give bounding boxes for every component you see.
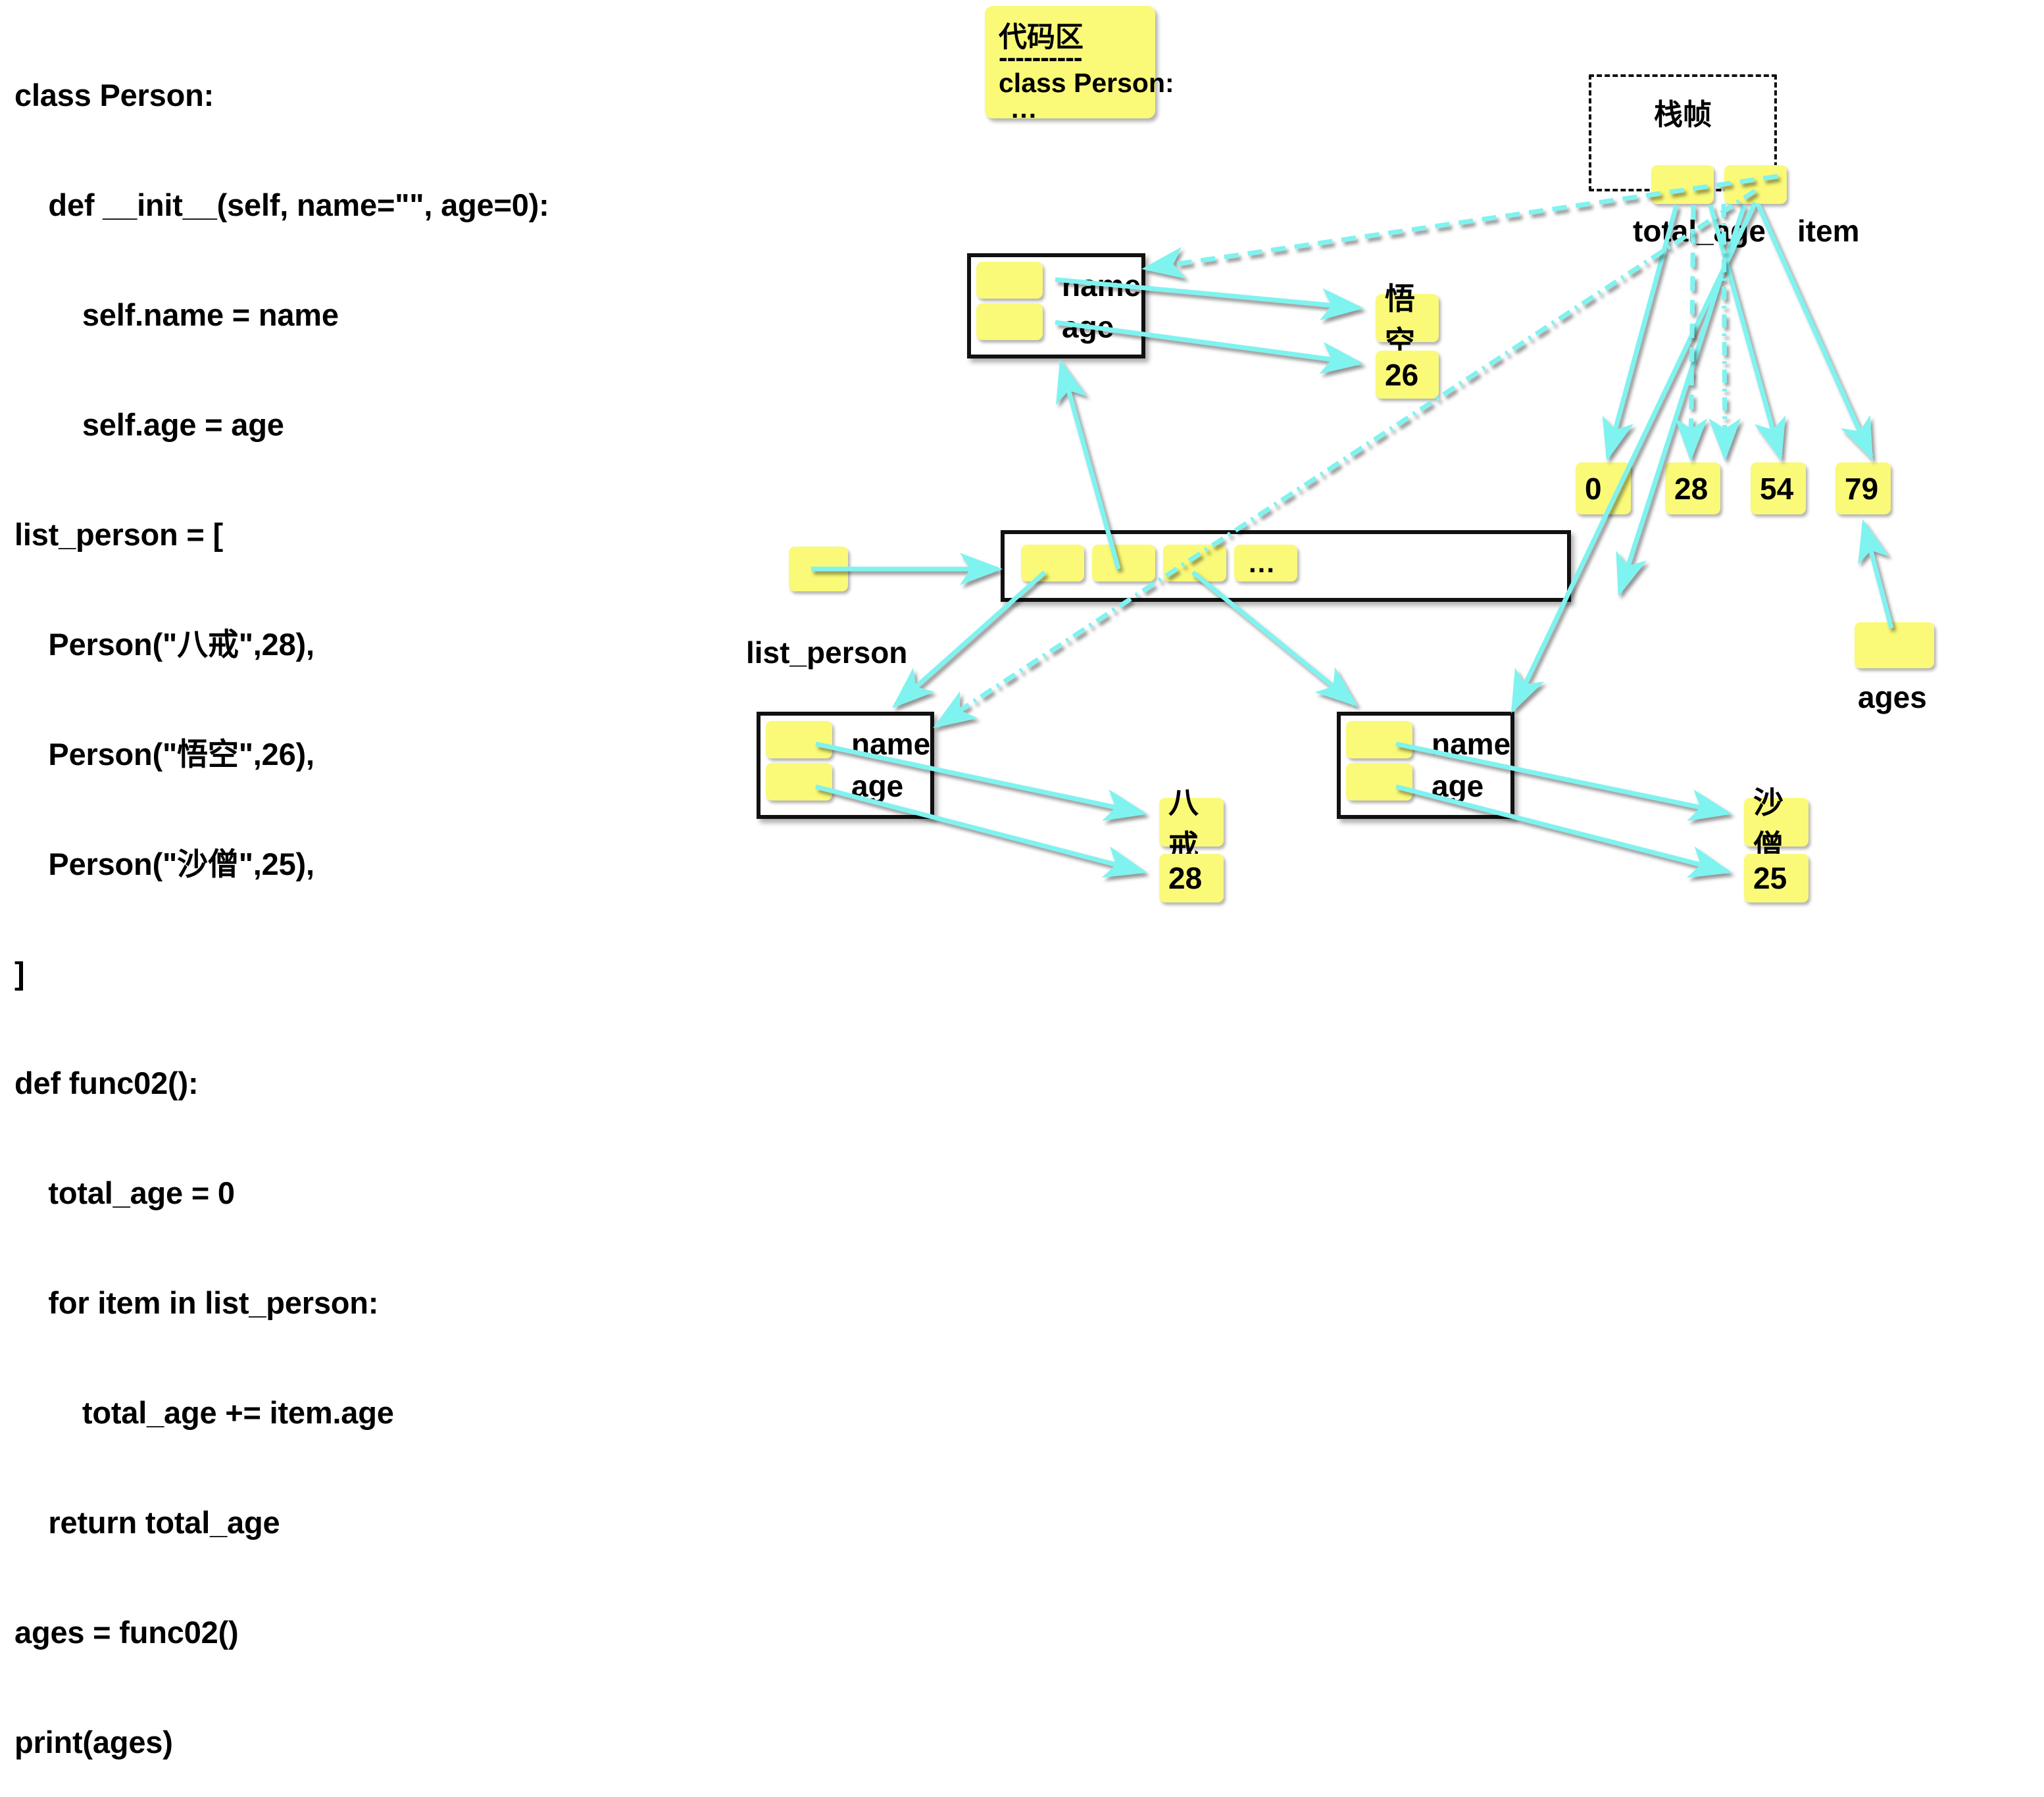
int-object-25: 25 xyxy=(1744,854,1808,902)
field-label-name: name xyxy=(1062,268,1141,303)
int-object-25-value: 25 xyxy=(1753,861,1787,895)
arrow-ages-to-int79 xyxy=(1858,519,1894,629)
stack-var-item-label: item xyxy=(1797,214,1860,248)
field-label-age: age xyxy=(1432,769,1484,803)
list-cell-ellipsis-value: ... xyxy=(1249,547,1276,578)
int-object-0: 0 xyxy=(1576,462,1631,514)
code-line: print(ages) xyxy=(14,1724,173,1760)
list-cell-2[interactable] xyxy=(1163,545,1226,581)
string-object-bajie-value: 八戒 xyxy=(1168,785,1199,863)
string-object-shaseng: 沙僧 xyxy=(1744,785,1808,863)
int-object-26: 26 xyxy=(1376,351,1439,399)
stack-var-total-age-label: total_age xyxy=(1633,214,1766,248)
code-line: def func02(): xyxy=(14,1066,199,1101)
stack-frame-title: 栈帧 xyxy=(1654,99,1712,131)
code-line: Person("八戒",28), xyxy=(14,626,314,662)
list-person-variable-label: list_person xyxy=(746,635,908,670)
string-object-shaseng-value: 沙僧 xyxy=(1753,785,1783,863)
code-line: ages = func02() xyxy=(14,1614,239,1650)
code-line: list_person = [ xyxy=(14,516,223,552)
int-object-79-value: 79 xyxy=(1845,471,1879,506)
string-object-wukong-value: 悟空 xyxy=(1385,281,1415,359)
string-object-wukong: 悟空 xyxy=(1376,282,1439,359)
field-label-name: name xyxy=(851,727,931,761)
int-object-26-value: 26 xyxy=(1385,357,1419,392)
int-object-28-bajie-value: 28 xyxy=(1168,861,1203,895)
code-area-class-line: class Person: xyxy=(999,68,1174,98)
person-wukong-name-slot[interactable] xyxy=(976,262,1043,299)
int-object-28-bajie: 28 xyxy=(1159,854,1224,902)
code-line: def __init__(self, name="", age=0): xyxy=(14,187,549,223)
stack-var-item-slot[interactable] xyxy=(1724,165,1787,204)
person-shaseng-name-slot[interactable] xyxy=(1346,721,1412,758)
person-bajie-name-slot[interactable] xyxy=(766,721,832,758)
code-area-box: 代码区 ---------- class Person: ... xyxy=(985,6,1174,124)
list-person-variable-slot[interactable] xyxy=(789,547,848,591)
person-bajie-age-slot[interactable] xyxy=(766,763,832,800)
code-area-title: 代码区 xyxy=(999,22,1084,53)
code-line: total_age += item.age xyxy=(14,1394,394,1430)
field-label-age: age xyxy=(1062,310,1114,344)
source-code-listing: class Person: def __init__(self, name=""… xyxy=(14,4,824,1797)
code-line: self.name = name xyxy=(14,297,339,333)
int-object-0-value: 0 xyxy=(1585,471,1602,506)
ages-variable-label: ages xyxy=(1858,680,1927,714)
string-object-bajie: 八戒 xyxy=(1159,785,1224,863)
int-object-79: 79 xyxy=(1835,462,1891,514)
code-line: Person("沙僧",25), xyxy=(14,846,314,881)
int-object-28: 28 xyxy=(1665,462,1720,514)
field-label-age: age xyxy=(851,769,904,803)
code-line: for item in list_person: xyxy=(14,1285,379,1320)
arrow-item-to-listcell xyxy=(1616,204,1747,597)
code-area-divider: ---------- xyxy=(999,42,1083,72)
list-cell-1[interactable] xyxy=(1092,545,1155,581)
person-wukong-age-slot[interactable] xyxy=(976,303,1043,340)
field-label-name: name xyxy=(1432,727,1511,761)
stack-var-total-age-slot[interactable] xyxy=(1651,165,1714,204)
list-cell-0[interactable] xyxy=(1021,545,1084,581)
code-line: total_age = 0 xyxy=(14,1175,235,1211)
list-cell-ellipsis: ... xyxy=(1234,545,1297,581)
person-shaseng-age-slot[interactable] xyxy=(1346,763,1412,800)
arrow-item-to-wukong-ref xyxy=(1510,201,1758,714)
ages-variable-slot[interactable] xyxy=(1855,622,1934,668)
code-area-ellipsis: ... xyxy=(1011,93,1038,124)
code-line: class Person: xyxy=(14,78,214,113)
int-object-54-value: 54 xyxy=(1760,471,1794,506)
code-line: ] xyxy=(14,956,25,991)
int-object-54: 54 xyxy=(1751,462,1806,514)
int-object-28-value: 28 xyxy=(1674,471,1708,506)
code-line: return total_age xyxy=(14,1504,280,1540)
code-line: self.age = age xyxy=(14,407,284,442)
code-line: Person("悟空",26), xyxy=(14,736,314,772)
